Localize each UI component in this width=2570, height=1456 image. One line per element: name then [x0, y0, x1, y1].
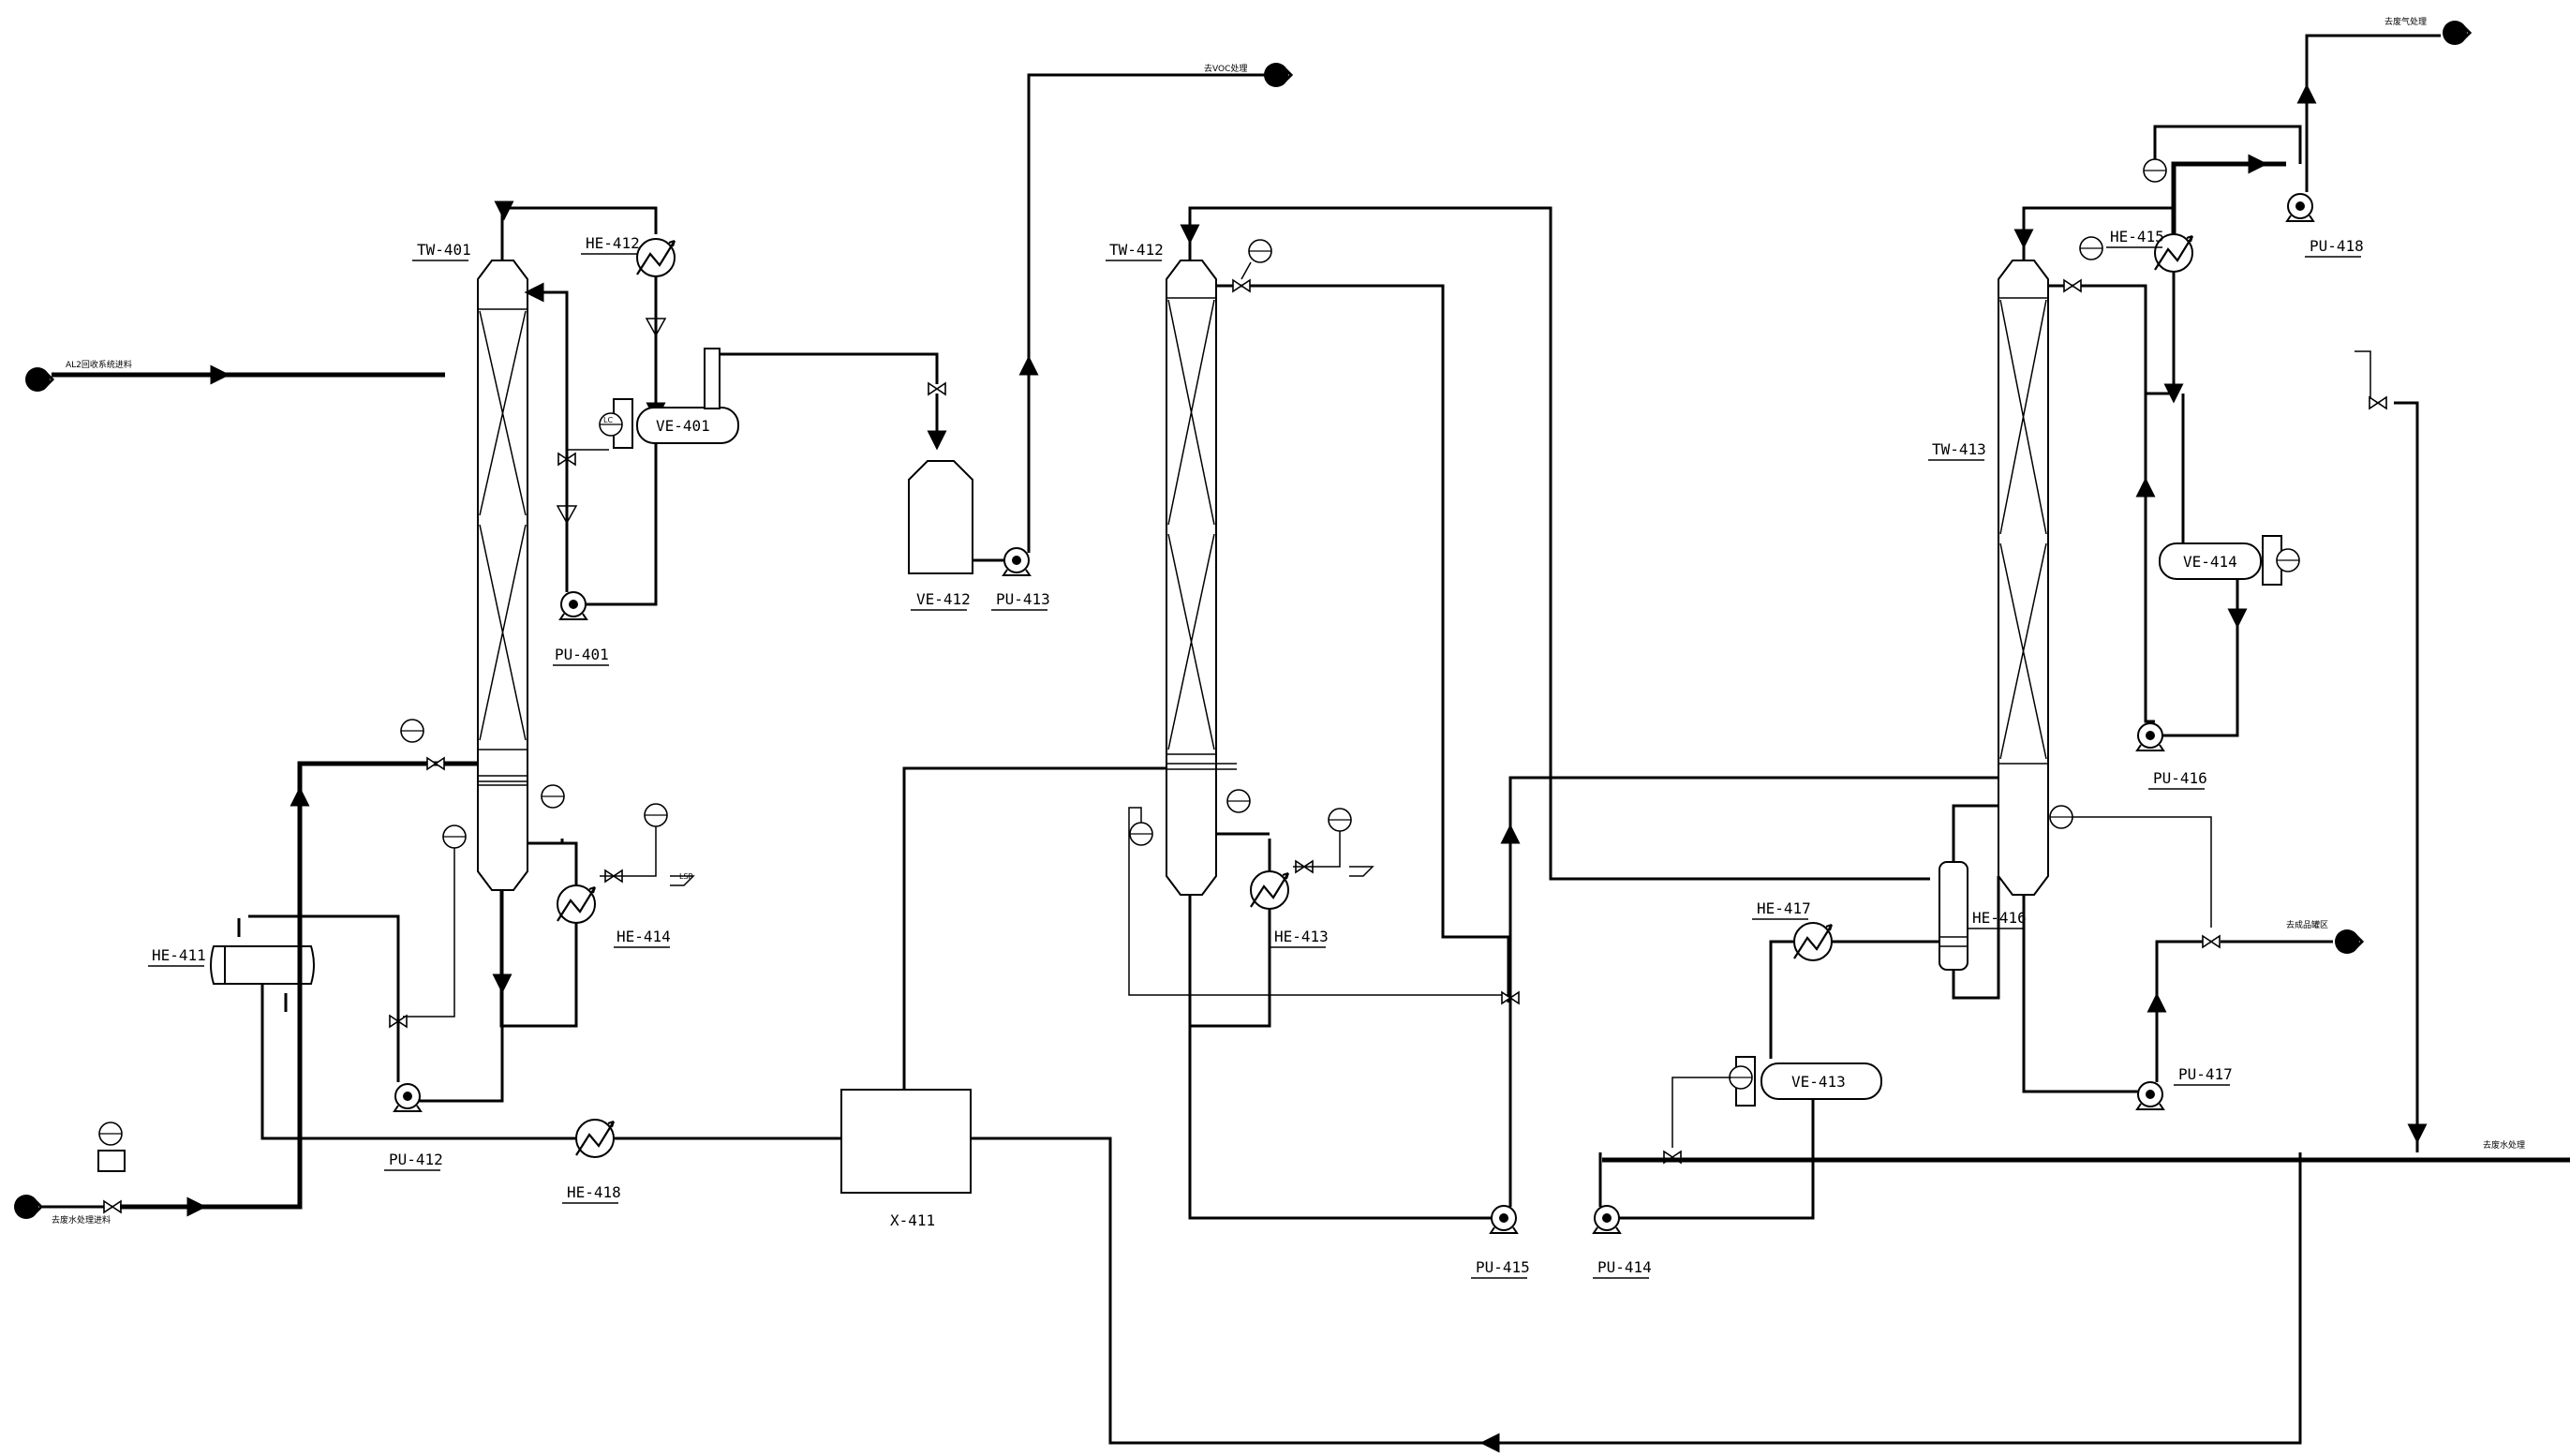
heat-exchanger-he-414[interactable] [556, 884, 597, 925]
valve-vent-ve-401[interactable] [928, 382, 946, 395]
svg-text:LC: LC [603, 416, 613, 424]
label-tw-412: TW-412 [1109, 241, 1164, 259]
level-controller-tw-413[interactable] [2049, 805, 2073, 829]
pump-pu-416[interactable] [2136, 722, 2164, 751]
label-ve-414: VE-414 [2183, 553, 2237, 571]
label-he-413: HE-413 [1274, 928, 1329, 945]
label-x-411: X-411 [890, 1211, 935, 1229]
stream-product-out: 去成品罐区 [2286, 919, 2328, 930]
valve-cooling-water[interactable] [2369, 396, 2387, 409]
flow-indicator-water-in[interactable] [98, 1122, 123, 1146]
label-pu-417: PU-417 [2178, 1065, 2233, 1083]
heat-exchanger-he-413[interactable] [1249, 869, 1290, 911]
pump-pu-415[interactable] [1490, 1205, 1518, 1234]
tower-tw-413[interactable] [1998, 260, 2049, 896]
heat-exchanger-he-411[interactable] [210, 918, 315, 1012]
tower-tw-401[interactable] [477, 260, 528, 891]
valve-product[interactable] [2202, 935, 2221, 948]
valve-overhead-tw-412[interactable] [1232, 279, 1251, 292]
pump-pu-417[interactable] [2136, 1081, 2164, 1110]
label-ve-401: VE-401 [656, 417, 710, 435]
label-tw-413: TW-413 [1932, 440, 1986, 458]
heat-exchanger-he-412[interactable] [635, 237, 676, 278]
unit-x-411[interactable] [840, 1089, 972, 1194]
level-controller-tw-401[interactable] [442, 825, 467, 849]
vessel-ve-413[interactable] [1760, 1062, 1882, 1100]
vessel-ve-401[interactable] [636, 348, 739, 444]
offpage-vent-out-2[interactable] [2441, 19, 2472, 47]
label-pu-412: PU-412 [389, 1151, 443, 1168]
heat-exchanger-he-417[interactable] [1792, 921, 1834, 962]
label-pu-401: PU-401 [555, 646, 609, 663]
tower-tw-412[interactable] [1166, 260, 1237, 896]
temp-controller-tw-412[interactable] [1226, 789, 1251, 813]
label-ve-413: VE-413 [1791, 1073, 1846, 1091]
level-controller-ve-414[interactable] [2276, 548, 2300, 572]
flow-controller-he-413[interactable] [1328, 808, 1352, 832]
label-pu-413: PU-413 [996, 590, 1050, 608]
offpage-water-in[interactable] [12, 1193, 43, 1221]
label-he-415: HE-415 [2110, 228, 2164, 245]
label-he-412: HE-412 [586, 234, 640, 252]
pump-pu-412[interactable] [394, 1083, 422, 1112]
label-he-417: HE-417 [1757, 899, 1811, 917]
flow-controller-feed-tw-401[interactable] [400, 719, 424, 743]
stream-vent-out-1: 去VOC处理 [1204, 63, 1247, 74]
stream-waste-out: 去废水处理 [2483, 1139, 2525, 1151]
level-controller-ve-413[interactable] [1729, 1065, 1753, 1090]
stream-water-in: 去废水处理进料 [52, 1214, 111, 1226]
temp-controller-tw-401[interactable] [541, 784, 565, 809]
pump-pu-418[interactable] [2286, 193, 2314, 222]
flow-controller-he-414[interactable] [644, 803, 668, 827]
label-he-418: HE-418 [567, 1183, 621, 1201]
offpage-product-out[interactable] [2333, 928, 2364, 956]
pressure-controller-vent[interactable] [2143, 158, 2167, 183]
pump-pu-414[interactable] [1593, 1205, 1621, 1234]
label-he-414: HE-414 [617, 928, 671, 945]
svg-text:LSP: LSP [679, 872, 693, 881]
level-controller-tw-412[interactable] [1129, 822, 1153, 846]
label-tw-401: TW-401 [417, 241, 471, 259]
vessel-ve-412[interactable] [908, 460, 973, 574]
label-pu-414: PU-414 [1597, 1258, 1652, 1276]
label-pu-415: PU-415 [1476, 1258, 1530, 1276]
valve-water-in[interactable] [103, 1200, 122, 1213]
pump-pu-401[interactable] [559, 591, 587, 620]
heat-exchanger-he-416[interactable] [1939, 861, 1968, 971]
vessel-ve-414[interactable] [2159, 542, 2262, 580]
valve-feed-tw-401[interactable] [426, 757, 445, 770]
stream-vent-out-2: 去废气处理 [2384, 16, 2427, 27]
pressure-controller-tw-412[interactable] [1248, 239, 1272, 263]
label-ve-412: VE-412 [916, 590, 971, 608]
label-pu-418: PU-418 [2310, 237, 2364, 255]
offpage-feed-in[interactable] [23, 365, 54, 394]
offpage-vent-out-1[interactable] [1262, 61, 1293, 89]
stream-feed-in: AL2回收系统进料 [66, 359, 132, 370]
pump-pu-413[interactable] [1003, 547, 1031, 576]
label-he-411: HE-411 [152, 946, 206, 964]
valve-overhead-tw-413[interactable] [2063, 279, 2082, 292]
heat-exchanger-he-418[interactable] [574, 1118, 616, 1159]
pressure-controller-tw-413[interactable] [2079, 236, 2103, 260]
label-pu-416: PU-416 [2153, 769, 2207, 787]
